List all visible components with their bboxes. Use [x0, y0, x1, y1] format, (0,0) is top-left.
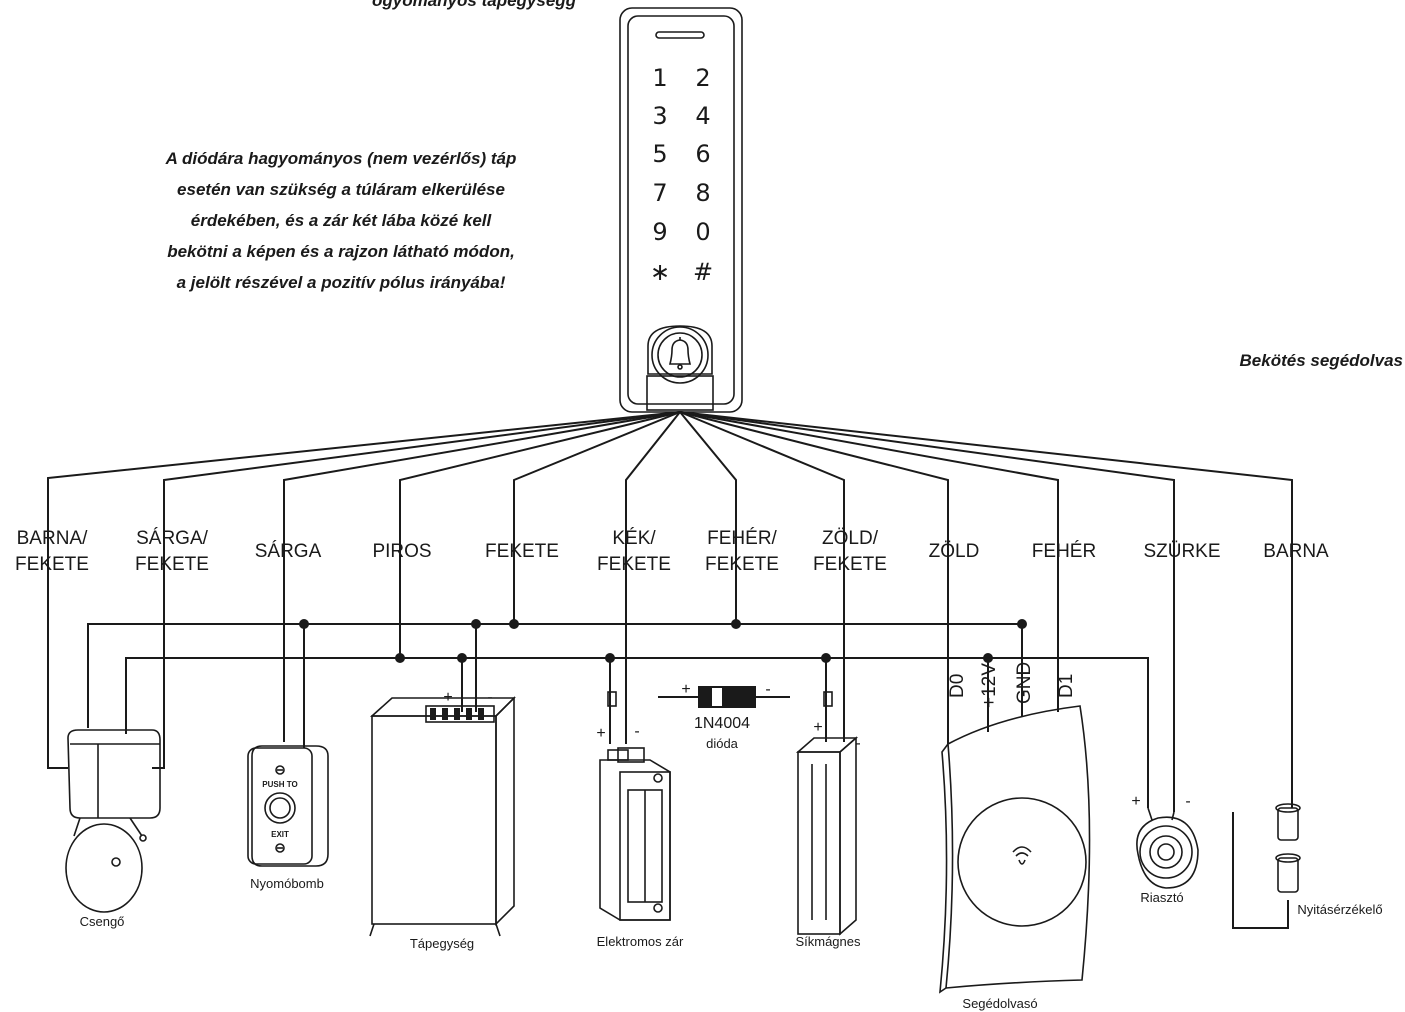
wire-fan [47, 411, 1293, 812]
bus-wires [87, 623, 1289, 929]
maglock-device [795, 691, 859, 936]
diode-symbol [658, 686, 790, 708]
device-label-exit-button: Nyomóbomb [250, 876, 324, 891]
wire-label: BARNA [1263, 541, 1329, 562]
wire-labels: BARNA/ FEKETE SÁRGA/ FEKETE SÁRGA PIROS … [15, 528, 1329, 575]
keypad-key: # [693, 258, 713, 286]
device-label-siren: Riasztó [1140, 890, 1183, 905]
wire-label: SÁRGA [255, 541, 322, 562]
exit-button-text: EXIT [271, 830, 289, 839]
reader-pin-d0: D0 [947, 674, 968, 698]
device-label-lock: Elektromos zár [597, 934, 684, 949]
keypad-key: ∗ [650, 258, 670, 286]
reader-pin-d1: D1 [1056, 674, 1077, 698]
reader-pin-12v: +12V [979, 663, 1000, 708]
diode-minus: - [765, 681, 770, 698]
door-sensor-device [1275, 803, 1301, 893]
note-line: a jelölt részével a pozitív pólus irányá… [177, 273, 506, 292]
device-label-maglock: Síkmágnes [795, 934, 861, 949]
doorbell-device [65, 729, 161, 913]
keypad-key: 8 [695, 179, 710, 207]
wire-label: FEKETE [15, 554, 89, 575]
wire-label: FEHÉR/ [707, 528, 777, 549]
diode-note: A diódára hagyományos (nem vezérlős) táp… [165, 149, 517, 292]
keypad-key: 0 [695, 218, 710, 246]
exit-button-text: PUSH TO [262, 780, 297, 789]
maglock-minus: - [855, 735, 860, 752]
wire-label: FEKETE [135, 554, 209, 575]
wire-label: FEHÉR [1032, 541, 1096, 562]
aux-reader-heading: Bekötés segédolvas [1240, 351, 1403, 370]
wire-label: FEKETE [597, 554, 671, 575]
reader-pin-gnd: GND [1014, 662, 1035, 704]
lock-plus: + [596, 725, 605, 742]
siren-plus: + [1131, 793, 1140, 810]
keypad-key: 9 [652, 218, 667, 246]
keypad-key: 3 [652, 102, 667, 130]
wire-label: SÁRGA/ [136, 528, 209, 549]
power-supply-device [369, 696, 516, 937]
wire-label: BARNA/ [17, 528, 88, 549]
device-label-psu: Tápegység [410, 936, 474, 951]
psu-minus: - [487, 689, 492, 706]
siren-minus: - [1185, 793, 1190, 810]
note-line: bekötni a képen és a rajzon látható módo… [167, 242, 515, 261]
bell-icon [668, 337, 692, 370]
keypad-key: 1 [652, 64, 667, 92]
wire-label: ZÖLD [929, 541, 980, 562]
diode-part-number: 1N4004 [694, 715, 750, 732]
wire-label: ZÖLD/ [822, 528, 879, 549]
maglock-plus: + [813, 719, 822, 736]
wire-label: SZÜRKE [1143, 541, 1220, 562]
electric-lock-device [599, 691, 671, 921]
keypad-key: 7 [652, 179, 667, 207]
device-label-door-sensor: Nyitásérzékelő [1297, 902, 1382, 917]
note-line: érdekében, és a zár két lába közé kell [191, 211, 493, 230]
device-label-bell: Csengő [80, 914, 125, 929]
wire-label: FEKETE [705, 554, 779, 575]
note-line: esetén van szükség a túláram elkerülése [177, 180, 505, 199]
header-fragment: ogyományos tápegységg [372, 0, 577, 10]
siren-device [1136, 807, 1199, 889]
junction-dots [299, 619, 1027, 663]
wire-label: FEKETE [485, 541, 559, 562]
keypad-key: 6 [695, 140, 710, 168]
exit-button-device: PUSH TO EXIT [247, 745, 329, 867]
keypad-device: 1 2 3 4 5 6 7 8 9 0 ∗ # [619, 7, 743, 413]
note-line: A diódára hagyományos (nem vezérlős) táp [165, 149, 517, 168]
diode-label: dióda [706, 736, 739, 751]
keypad-key: 4 [695, 102, 710, 130]
diode-plus: + [681, 681, 690, 698]
wire-label: FEKETE [813, 554, 887, 575]
aux-reader-device [939, 705, 1091, 994]
wire-label: KÉK/ [612, 528, 656, 549]
wire-label: PIROS [372, 541, 431, 562]
device-label-reader: Segédolvasó [962, 996, 1037, 1011]
lock-minus: - [634, 723, 639, 740]
keypad-key: 5 [652, 140, 667, 168]
keypad-key: 2 [695, 64, 710, 92]
psu-plus: + [443, 689, 452, 706]
